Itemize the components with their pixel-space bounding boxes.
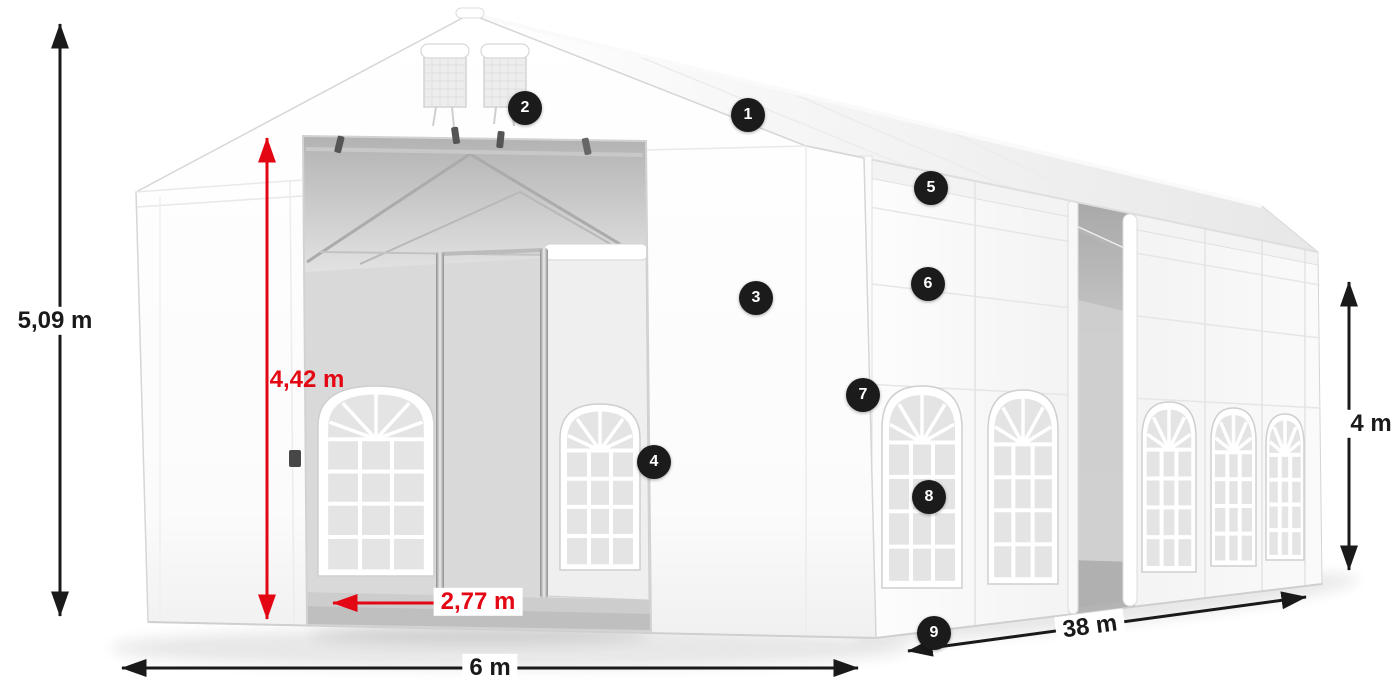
marker-7: 7 bbox=[846, 378, 880, 412]
marker-8: 8 bbox=[912, 480, 946, 514]
marker-5: 5 bbox=[914, 171, 948, 205]
marker-9: 9 bbox=[917, 616, 951, 650]
dimension-label-total-height: 5,09 m bbox=[10, 306, 100, 336]
rolled-inner-door bbox=[542, 243, 650, 261]
dimension-label-door-height: 4,42 m bbox=[269, 365, 345, 393]
vent-1 bbox=[420, 43, 470, 108]
side-window-4 bbox=[1209, 406, 1258, 568]
dimension-label-wall-height: 4 m bbox=[1343, 409, 1399, 439]
entrance-opening bbox=[303, 136, 651, 631]
open-side-bay bbox=[1067, 199, 1138, 615]
marker-2: 2 bbox=[508, 91, 542, 125]
dimension-label-door-width: 2,77 m bbox=[433, 587, 523, 617]
marker-1: 1 bbox=[731, 98, 765, 132]
roof-vents bbox=[305, 7, 644, 157]
interior-pole-2 bbox=[540, 248, 548, 598]
side-window-3 bbox=[1140, 400, 1198, 574]
dimension-label-width: 6 m bbox=[462, 653, 518, 683]
door-latch bbox=[289, 450, 301, 467]
marker-3: 3 bbox=[739, 281, 773, 315]
interior-pole-1 bbox=[436, 252, 444, 600]
roof bbox=[469, 12, 1319, 253]
marker-4: 4 bbox=[637, 445, 671, 479]
entrance-edge bbox=[301, 134, 653, 633]
marker-6: 6 bbox=[911, 267, 945, 301]
side-window-5 bbox=[1264, 412, 1306, 562]
interior-window-1 bbox=[318, 386, 434, 576]
side-window-2 bbox=[986, 388, 1060, 586]
interior-window-2 bbox=[558, 402, 642, 572]
